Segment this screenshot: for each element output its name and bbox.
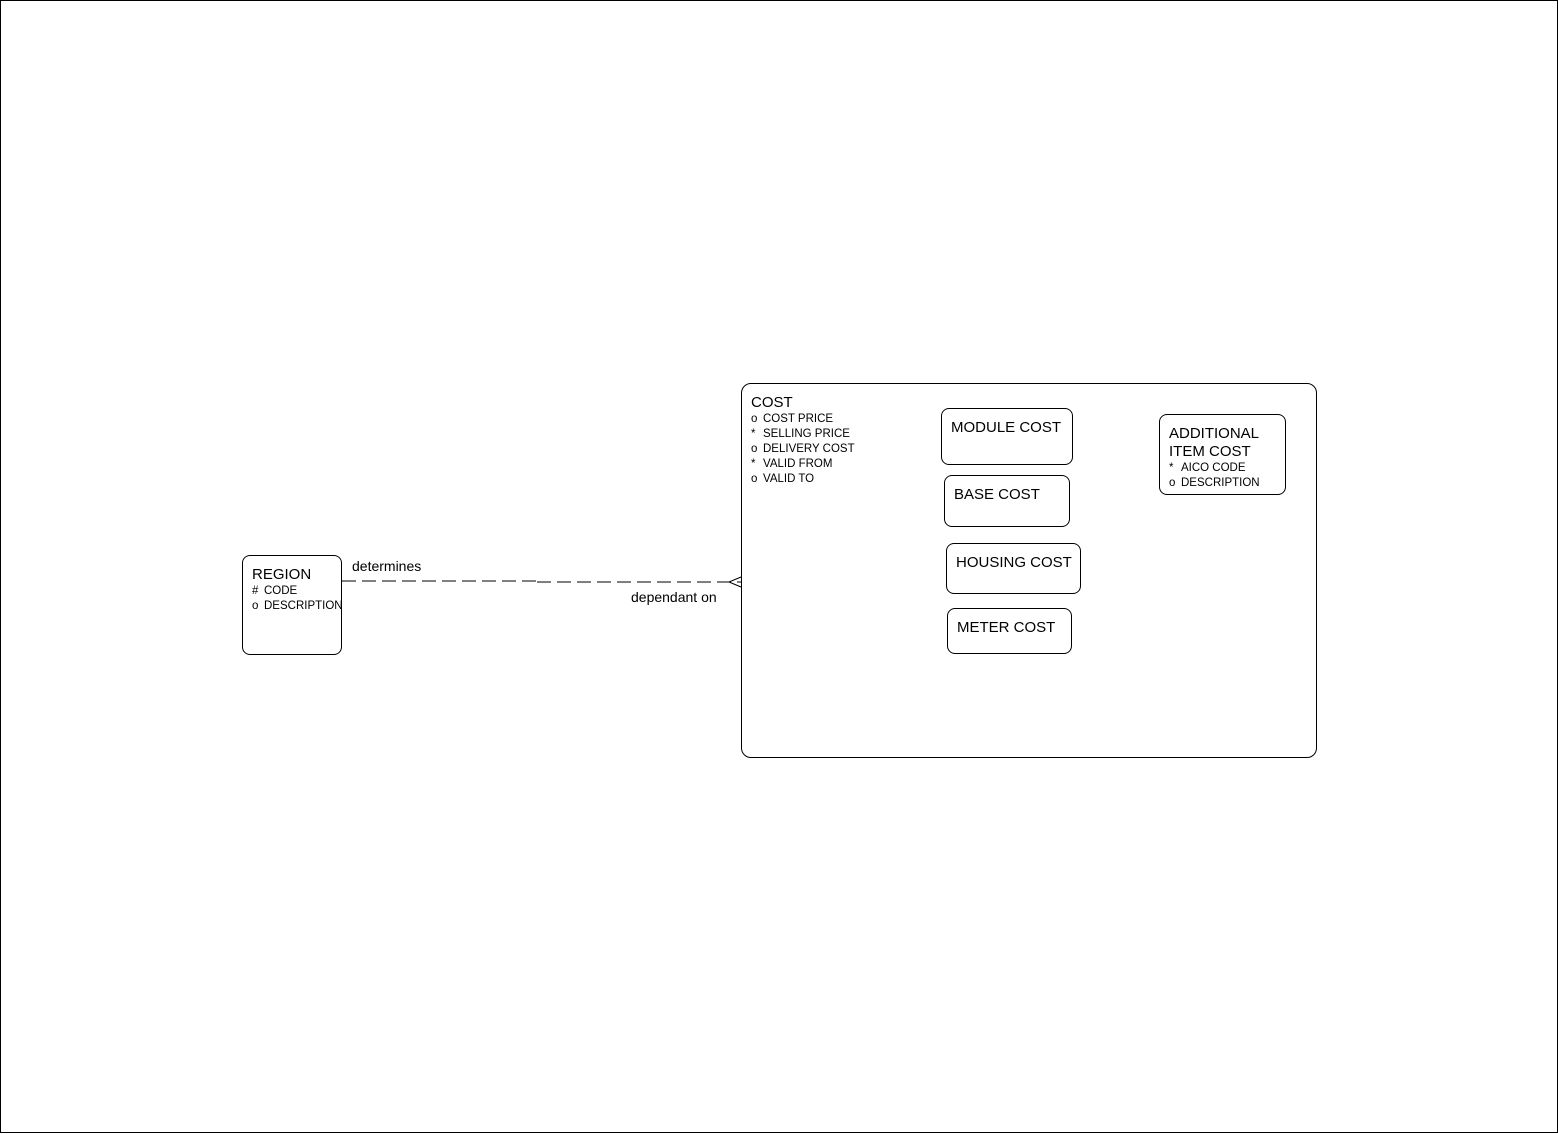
entity-attribute: o VALID TO [751,472,855,487]
relationship-label-determines: determines [352,558,422,574]
entity-attribute: o DESCRIPTION [1169,476,1260,491]
attribute-mark: o [252,600,259,612]
subtype-module-cost[interactable]: MODULE COST [941,408,1073,465]
attribute-name: AICO CODE [1181,462,1246,474]
attribute-name: SELLING PRICE [763,428,850,440]
relationship-label-dependant-on: dependant on [631,589,717,605]
entity-region[interactable]: REGION # CODE o DESCRIPTION [242,555,342,655]
entity-attribute: o COST PRICE [751,412,855,427]
subtype-housing-cost-name: HOUSING COST [956,554,1072,571]
entity-attribute: * VALID FROM [751,457,855,472]
subtype-housing-cost[interactable]: HOUSING COST [946,543,1081,594]
attribute-mark: o [751,473,758,485]
attribute-mark: * [1169,462,1174,474]
subtype-name-line: ADDITIONAL [1169,425,1260,442]
crows-foot-icon [727,576,742,588]
entity-region-attributes: # CODE o DESCRIPTION [252,584,342,614]
attribute-name: VALID TO [763,473,815,485]
attribute-mark: o [751,443,758,455]
entity-cost-name: COST [751,394,793,411]
subtype-additional-item-cost-attributes: * AICO CODE o DESCRIPTION [1169,461,1260,491]
entity-attribute: o DESCRIPTION [252,599,342,614]
attribute-mark: # [252,585,259,597]
subtype-module-cost-name: MODULE COST [951,419,1062,436]
attribute-name: CODE [264,585,298,597]
attribute-name: VALID FROM [763,458,833,470]
entity-attribute: o DELIVERY COST [751,442,855,457]
attribute-name: DESCRIPTION [264,600,342,612]
entity-attribute: # CODE [252,584,341,599]
attribute-name: DESCRIPTION [1181,477,1260,489]
attribute-name: COST PRICE [763,413,834,425]
subtype-meter-cost-name: METER COST [957,619,1056,636]
entity-attribute: * AICO CODE [1169,461,1260,476]
attribute-mark: o [1169,477,1176,489]
attribute-name: DELIVERY COST [763,443,855,455]
attribute-mark: o [751,413,758,425]
subtype-meter-cost[interactable]: METER COST [947,608,1072,654]
entity-region-name: REGION [252,566,312,583]
attribute-mark: * [751,458,756,470]
subtype-additional-item-cost[interactable]: ADDITIONAL ITEM COST * AICO CODE o DESCRIP… [1159,414,1286,495]
subtype-name-line: ITEM COST [1169,443,1251,460]
attribute-mark: * [751,428,756,440]
subtype-additional-item-cost-name: ADDITIONAL ITEM COST [1169,425,1259,461]
subtype-base-cost-name: BASE COST [954,486,1040,503]
entity-attribute: * SELLING PRICE [751,427,855,442]
subtype-base-cost[interactable]: BASE COST [944,475,1070,527]
